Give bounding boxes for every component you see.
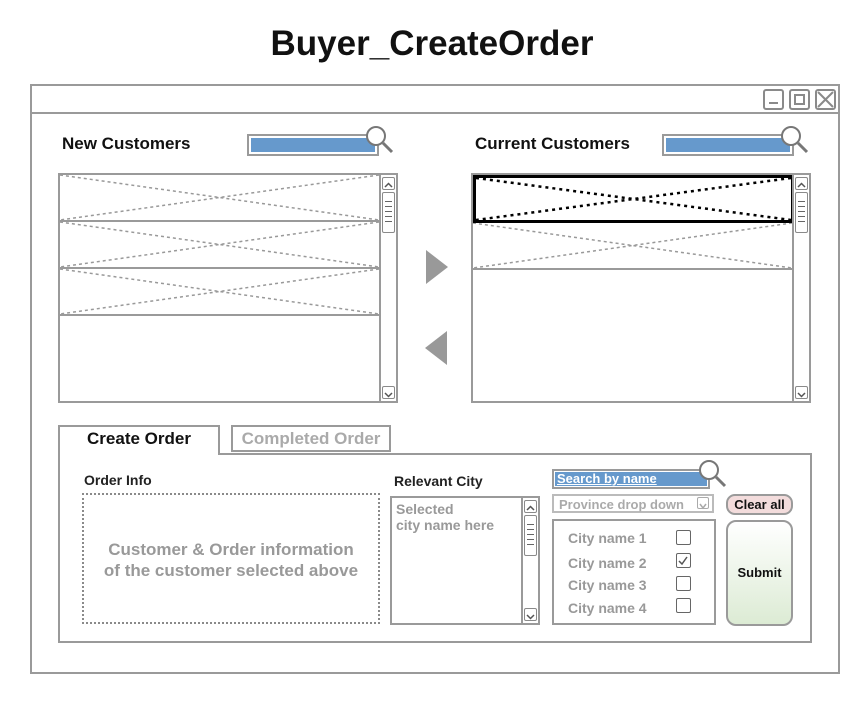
page-title: Buyer_CreateOrder bbox=[270, 24, 594, 63]
city-checkbox-list: City name 1 City name 2 City name 3 City… bbox=[552, 519, 716, 625]
city-item-label: City name 3 bbox=[568, 577, 647, 593]
city-checkbox-1[interactable] bbox=[676, 530, 691, 545]
city-search-icon[interactable] bbox=[697, 458, 727, 488]
chevron-down-icon[interactable] bbox=[697, 497, 709, 510]
city-item-label: City name 4 bbox=[568, 600, 647, 616]
current-customers-list[interactable] bbox=[471, 173, 811, 403]
triangle-left-icon[interactable] bbox=[425, 331, 447, 365]
scroll-down-icon[interactable] bbox=[382, 386, 395, 399]
clear-all-button[interactable]: Clear all bbox=[726, 494, 793, 515]
minimize-icon[interactable] bbox=[763, 89, 784, 110]
placeholder-cross bbox=[60, 269, 379, 314]
new-customers-label: New Customers bbox=[62, 134, 191, 153]
province-dropdown[interactable]: Province drop down bbox=[552, 494, 714, 513]
checkmark-icon bbox=[678, 556, 688, 566]
current-customers-search-input[interactable] bbox=[662, 134, 794, 156]
relevant-city-placeholder: Selected city name here bbox=[396, 501, 495, 533]
tab-create-order[interactable]: Create Order bbox=[58, 425, 220, 455]
maximize-icon[interactable] bbox=[789, 89, 810, 110]
placeholder-cross bbox=[60, 175, 379, 220]
city-item-label: City name 2 bbox=[568, 555, 647, 571]
relevant-city-label: Relevant City bbox=[394, 473, 483, 489]
vertical-scrollbar[interactable] bbox=[792, 175, 809, 401]
scroll-up-icon[interactable] bbox=[524, 500, 537, 513]
window-titlebar bbox=[32, 86, 838, 114]
tab-completed-order[interactable]: Completed Order bbox=[231, 425, 391, 452]
list-item[interactable] bbox=[60, 222, 379, 269]
scroll-down-icon[interactable] bbox=[795, 386, 808, 399]
list-item[interactable] bbox=[60, 269, 379, 316]
search-by-name-text: Search by name bbox=[555, 472, 707, 486]
placeholder-cross bbox=[473, 223, 792, 268]
city-item-label: City name 1 bbox=[568, 530, 647, 546]
order-info-label: Order Info bbox=[84, 472, 152, 488]
list-item-selected[interactable] bbox=[473, 175, 794, 223]
close-icon[interactable] bbox=[815, 89, 836, 110]
triangle-right-icon[interactable] bbox=[426, 250, 448, 284]
scroll-thumb[interactable] bbox=[795, 192, 808, 233]
scroll-up-icon[interactable] bbox=[382, 177, 395, 190]
scroll-thumb[interactable] bbox=[524, 515, 537, 556]
current-customers-search-icon[interactable] bbox=[779, 124, 809, 154]
relevant-city-list[interactable]: Selected city name here bbox=[390, 496, 540, 625]
city-checkbox-4[interactable] bbox=[676, 598, 691, 613]
province-dropdown-label: Province drop down bbox=[559, 497, 684, 512]
scroll-up-icon[interactable] bbox=[795, 177, 808, 190]
order-info-box: Customer & Order information of the cust… bbox=[82, 493, 380, 624]
new-customers-search-input[interactable] bbox=[247, 134, 379, 156]
scroll-thumb[interactable] bbox=[382, 192, 395, 233]
placeholder-cross bbox=[60, 222, 379, 267]
search-by-name-input[interactable]: Search by name bbox=[552, 469, 710, 489]
submit-button[interactable]: Submit bbox=[726, 520, 793, 626]
city-checkbox-3[interactable] bbox=[676, 576, 691, 591]
new-customers-list[interactable] bbox=[58, 173, 398, 403]
new-customers-search-icon[interactable] bbox=[364, 124, 394, 154]
list-item[interactable] bbox=[473, 223, 792, 270]
current-customers-label: Current Customers bbox=[475, 134, 630, 153]
vertical-scrollbar[interactable] bbox=[521, 498, 538, 623]
order-info-placeholder: Customer & Order information of the cust… bbox=[103, 540, 359, 580]
city-checkbox-2[interactable] bbox=[676, 553, 691, 568]
scroll-down-icon[interactable] bbox=[524, 608, 537, 621]
list-item[interactable] bbox=[60, 175, 379, 222]
placeholder-cross bbox=[476, 178, 791, 220]
vertical-scrollbar[interactable] bbox=[379, 175, 396, 401]
close-x-glyph bbox=[817, 91, 834, 108]
